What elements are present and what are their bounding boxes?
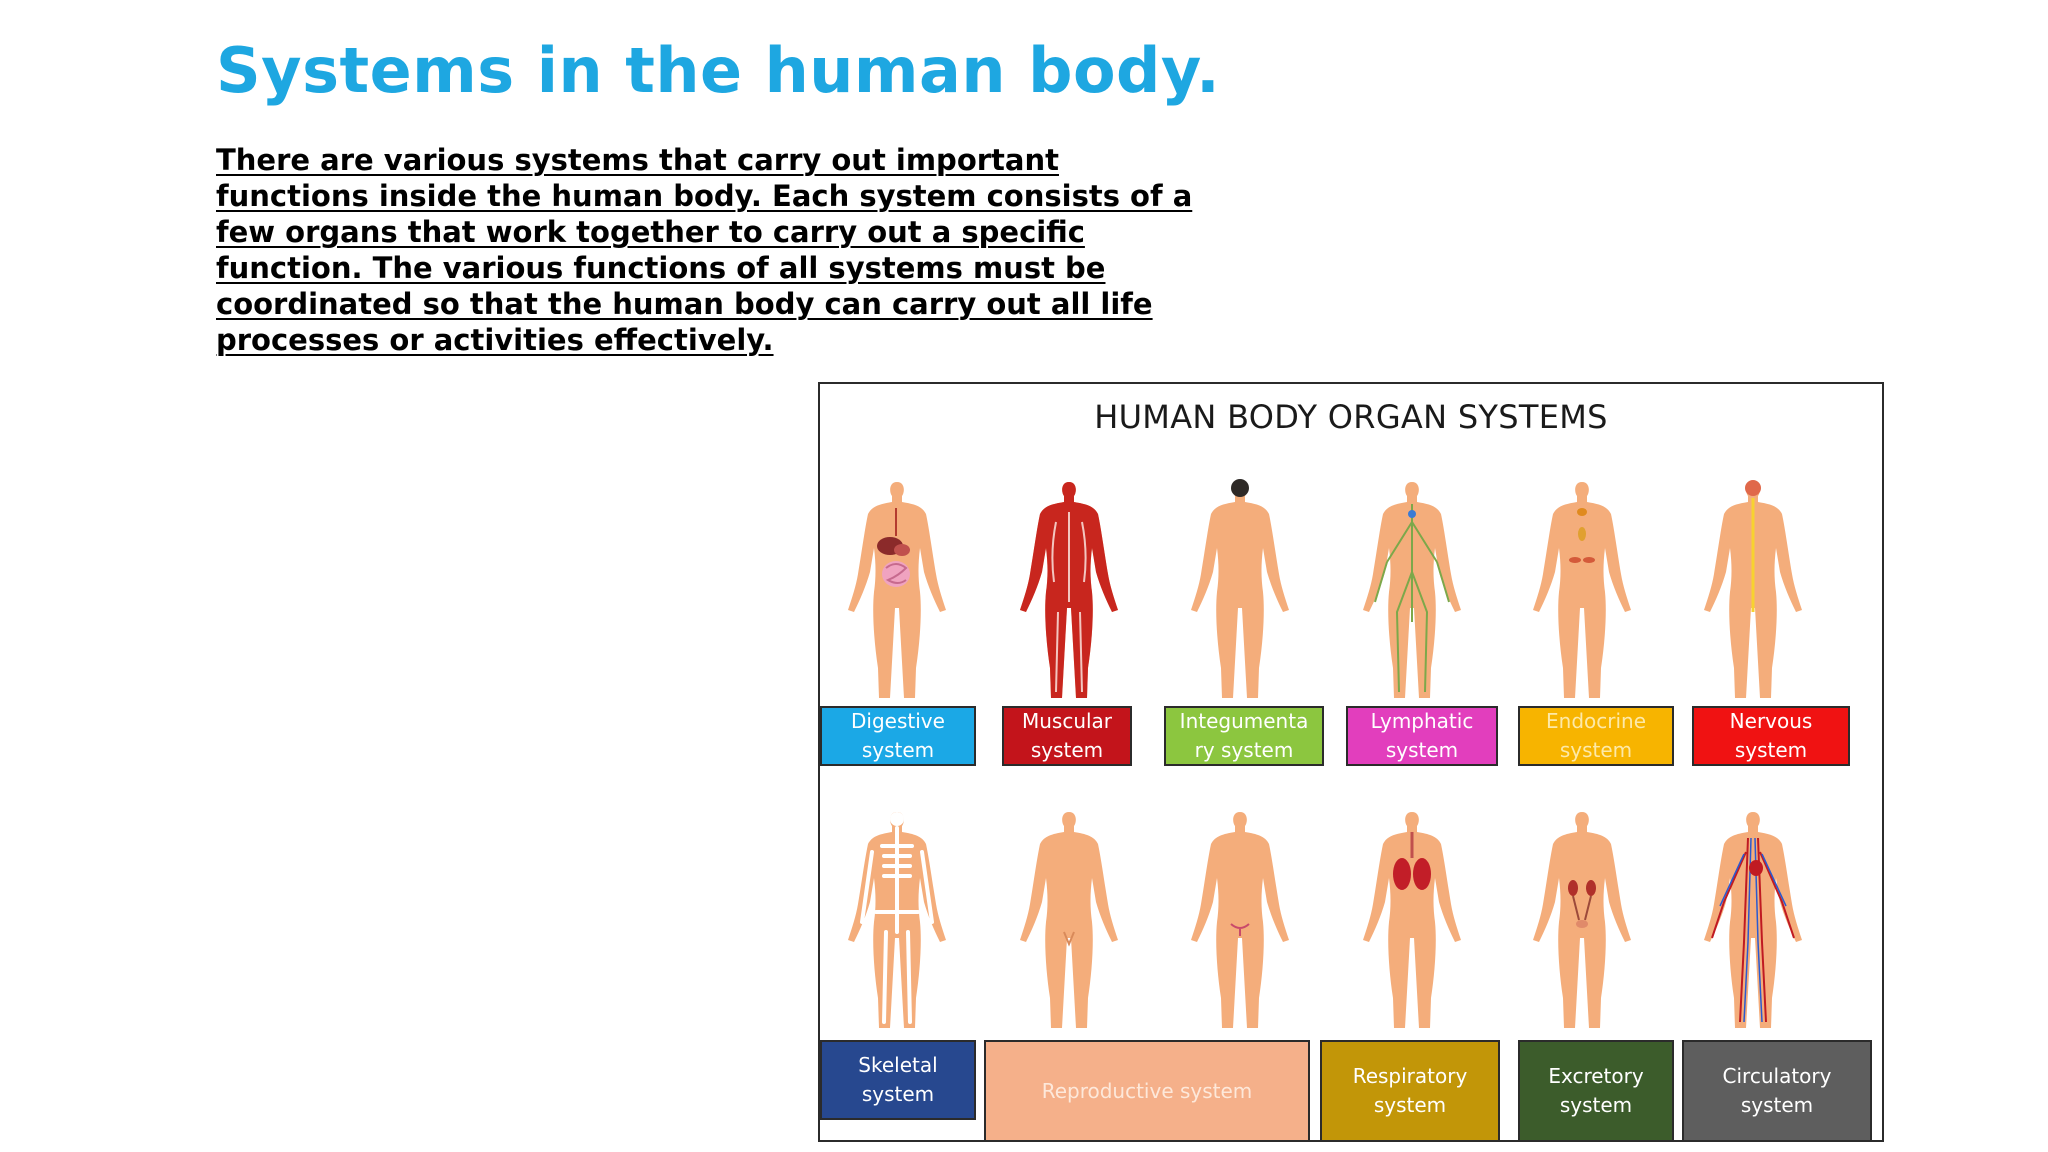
label-skeletal-system: Skeletal system xyxy=(820,1040,976,1120)
intro-line: coordinated so that the human body can c… xyxy=(216,287,1153,321)
label-respiratory-system: Respiratory system xyxy=(1320,1040,1500,1140)
figure-title: HUMAN BODY ORGAN SYSTEMS xyxy=(1094,398,1608,436)
label-lymphatic-system: Lymphatic system xyxy=(1346,706,1498,766)
skeletal-body-icon xyxy=(832,782,962,1032)
excretory-body-icon xyxy=(1517,782,1647,1032)
label-reproductive-system: Reproductive system xyxy=(984,1040,1310,1140)
intro-line: There are various systems that carry out… xyxy=(216,143,1059,177)
endocrine-body-icon xyxy=(1517,452,1647,702)
label-excretory-system: Excretory system xyxy=(1518,1040,1674,1140)
respiratory-body-icon xyxy=(1347,782,1477,1032)
intro-line: function. The various functions of all s… xyxy=(216,251,1106,285)
reproductive-female-body-icon xyxy=(1175,782,1305,1032)
lymphatic-body-icon xyxy=(1347,452,1477,702)
intro-line: few organs that work together to carry o… xyxy=(216,215,1085,249)
page-title: Systems in the human body. xyxy=(216,34,1221,107)
label-endocrine-system: Endocrine system xyxy=(1518,706,1674,766)
intro-line: functions inside the human body. Each sy… xyxy=(216,179,1193,213)
intro-line: processes or activities effectively. xyxy=(216,323,774,357)
label-digestive-system: Digestive system xyxy=(820,706,976,766)
label-integumentary-system: Integumenta ry system xyxy=(1164,706,1324,766)
label-nervous-system: Nervous system xyxy=(1692,706,1850,766)
organ-systems-figure: HUMAN BODY ORGAN SYSTEMS Digestive syste… xyxy=(818,382,1884,1142)
nervous-body-icon xyxy=(1688,452,1818,702)
label-muscular-system: Muscular system xyxy=(1002,706,1132,766)
digestive-body-icon xyxy=(832,452,962,702)
label-circulatory-system: Circulatory system xyxy=(1682,1040,1872,1140)
circulatory-body-icon xyxy=(1688,782,1818,1032)
intro-paragraph: There are various systems that carry out… xyxy=(216,142,1266,358)
reproductive-male-body-icon xyxy=(1004,782,1134,1032)
muscular-body-icon xyxy=(1004,452,1134,702)
integumentary-body-icon xyxy=(1175,452,1305,702)
